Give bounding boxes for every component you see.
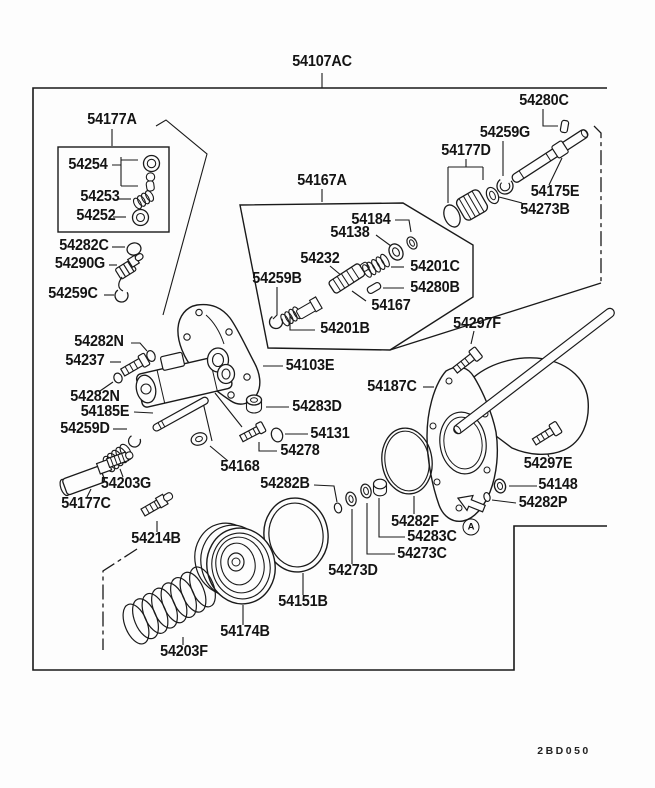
pin-54280c-drawing <box>559 119 570 134</box>
nut-54283d-drawing <box>245 394 263 414</box>
washer-54273b-drawing <box>485 186 500 205</box>
outer-frame <box>32 87 607 671</box>
o-ring-54282p-drawing <box>483 491 491 503</box>
o-ring-54282b-drawing <box>333 502 343 514</box>
o-ring-54282c-drawing <box>126 242 142 256</box>
snap-ring-54259d-drawing <box>127 434 142 448</box>
o-ring-54282n-lower-drawing <box>113 372 123 384</box>
zone-54167a-hexagon <box>239 202 474 351</box>
bolt-54278-drawing <box>238 421 267 443</box>
pulley-boss-54177d-drawing <box>443 189 489 228</box>
suction-pipe-drawing <box>453 307 615 435</box>
view-direction-arrow <box>456 494 486 513</box>
o-ring-54282n-upper-drawing <box>146 350 156 362</box>
bolt-54297f-drawing <box>452 346 483 374</box>
drive-shaft-54175e-drawing <box>511 129 589 183</box>
snap-ring-54259c-drawing <box>114 288 129 303</box>
spring-54253-drawing <box>132 190 155 210</box>
zone-boundary-right <box>389 125 602 351</box>
pulley-54174b-drawing <box>194 522 276 605</box>
washer-54168-drawing <box>190 432 208 446</box>
spring-valve-54201b-drawing <box>280 296 323 327</box>
seal-54273d-drawing <box>345 491 357 507</box>
seal-ring-54254-drawing <box>142 154 161 192</box>
washer-54273c-drawing <box>360 483 372 499</box>
snap-ring-54259g-drawing <box>496 177 514 195</box>
cap-54131-drawing <box>270 427 284 443</box>
bushing-54148-drawing <box>493 478 507 494</box>
washer-54184-drawing <box>406 236 418 250</box>
zone-54177a-box <box>57 146 170 233</box>
valve-54214b-drawing <box>140 492 174 517</box>
rear-cover-54187c-drawing <box>426 366 499 523</box>
bolt-54237-drawing <box>119 352 151 377</box>
zone-boundary-bottom-left <box>102 548 138 650</box>
gasket-54282f-drawing <box>381 427 433 495</box>
control-rod-54185e-drawing <box>152 396 209 432</box>
valve-spool-54232-drawing <box>328 261 370 294</box>
valve-54290g-drawing <box>115 253 144 292</box>
spring-54203f-drawing <box>122 566 216 645</box>
spring-54201c-drawing <box>362 253 390 278</box>
pin-54280b-drawing <box>366 281 382 295</box>
nut-54283c-drawing <box>372 478 388 497</box>
connector-54177c-drawing <box>59 451 134 497</box>
shaft-seal-bosses-drawing <box>206 347 236 385</box>
bolt-54297e-drawing <box>531 421 563 446</box>
bushing-54138-drawing <box>388 243 404 261</box>
seal-ring-54252-drawing <box>131 208 150 227</box>
